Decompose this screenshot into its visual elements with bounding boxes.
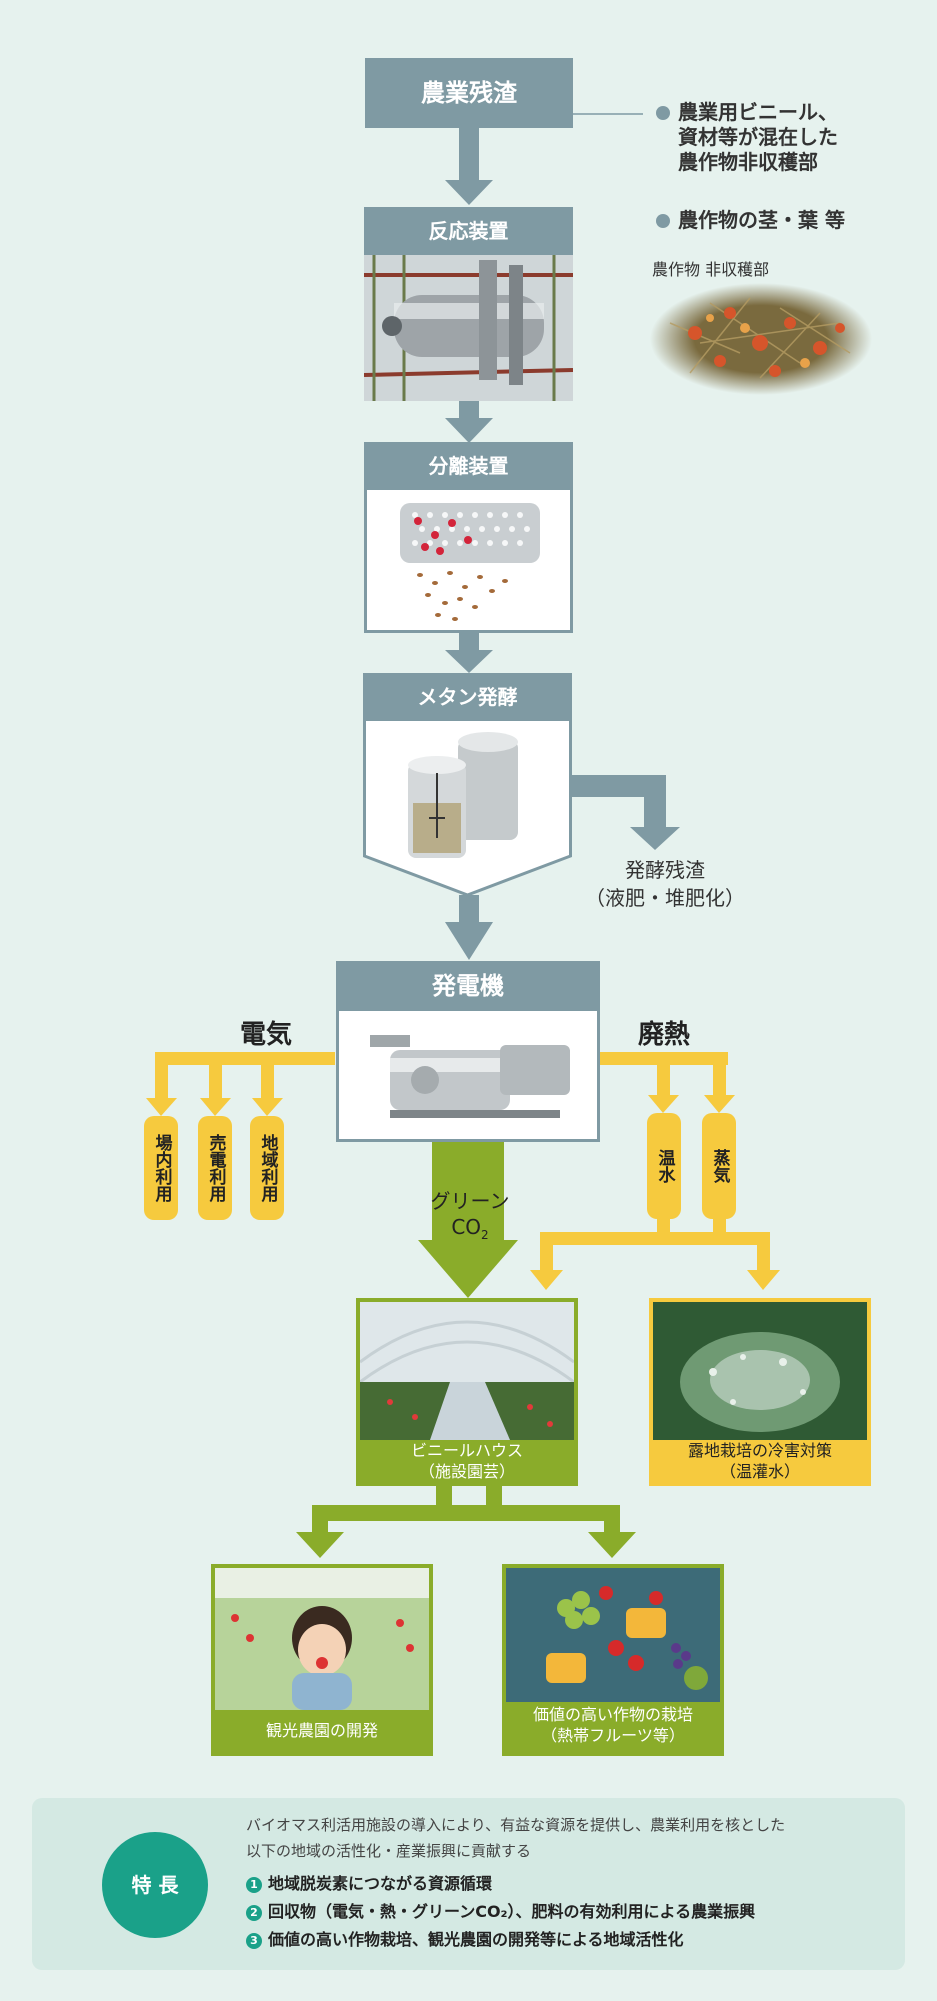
features-intro: バイオマス利活用施設の導入により、有益な資源を提供し、農業利用を核とした 以下の… (246, 1816, 786, 1860)
features-panel: 特 長 バイオマス利活用施設の導入により、有益な資源を提供し、農業利用を核とした… (32, 1798, 905, 1970)
bullet-dot-icon (656, 106, 670, 120)
step-separator-header: 分離装置 (364, 442, 573, 490)
use-hot-water: 温水 (647, 1113, 681, 1219)
residue-note-2-text: 農作物の茎・葉 等 (678, 208, 845, 232)
tropical-fruits-photo (506, 1568, 720, 1702)
step-reactor-header: 反応装置 (364, 207, 573, 255)
residue-note-1-text: 農業用ビニール、 資材等が混在した 農作物非収穫部 (678, 100, 838, 174)
crop-photo-caption: 農作物 非収穫部 (652, 260, 770, 279)
digestate-label: 発酵残渣 （液肥・堆肥化） (585, 858, 745, 910)
greenhouse-card: ビニールハウス （施設園芸） (356, 1298, 578, 1486)
step-generator-header: 発電機 (336, 961, 600, 1011)
green-co2-subscript: 2 (481, 1228, 489, 1242)
reactor-illustration (364, 255, 573, 401)
generator-illustration (370, 1035, 570, 1118)
step-methane-header: メタン発酵 (363, 673, 572, 721)
feature-item-3: 3 価値の高い作物栽培、観光農園の開発等による地域活性化 (246, 1929, 684, 1951)
frost-cabbage-photo (653, 1302, 867, 1440)
green-co2-label: グリーン CO2 (410, 1188, 530, 1248)
step-agricultural-residue: 農業残渣 (365, 58, 573, 128)
electricity-label: 電気 (240, 1020, 293, 1050)
residue-note-2: 農作物の茎・葉 等 (652, 208, 922, 233)
high-value-crops-caption: 価値の高い作物の栽培 （熱帯フルーツ等） (502, 1704, 724, 1746)
feature-item-1: 1 地域脱炭素につながる資源循環 (246, 1873, 492, 1895)
greenhouse-photo (360, 1302, 574, 1440)
feature-number-1: 1 (246, 1877, 262, 1893)
features-badge: 特 長 (102, 1832, 208, 1938)
high-value-crops-card: 価値の高い作物の栽培 （熱帯フルーツ等） (502, 1564, 724, 1756)
use-local: 地域利用 (250, 1116, 284, 1220)
separator-illustration (400, 503, 540, 621)
tourism-card: 観光農園の開発 (211, 1564, 433, 1756)
use-onsite: 場内利用 (144, 1116, 178, 1220)
tourism-child-photo (215, 1568, 429, 1710)
feature-text-2: 回収物（電気・熱・グリーンCO₂）、肥料の有効利用による農業振興 (268, 1902, 756, 1921)
features-badge-label: 特 長 (131, 1873, 179, 1897)
bullet-dot-icon (656, 214, 670, 228)
greenhouse-caption: ビニールハウス （施設園芸） (356, 1440, 578, 1482)
feature-number-2: 2 (246, 1905, 262, 1921)
crop-residue-photo (650, 283, 872, 395)
feature-number-3: 3 (246, 1933, 262, 1949)
use-steam: 蒸気 (702, 1113, 736, 1219)
residue-note-1: 農業用ビニール、 資材等が混在した 農作物非収穫部 (652, 100, 922, 175)
frost-protection-caption: 露地栽培の冷害対策 （温灌水） (649, 1440, 871, 1482)
green-co2-line1: グリーン (430, 1189, 510, 1213)
feature-text-1: 地域脱炭素につながる資源循環 (268, 1874, 493, 1893)
feature-text-3: 価値の高い作物栽培、観光農園の開発等による地域活性化 (268, 1930, 684, 1949)
frost-protection-card: 露地栽培の冷害対策 （温灌水） (649, 1298, 871, 1486)
use-power-sale: 売電利用 (198, 1116, 232, 1220)
feature-item-2: 2 回収物（電気・熱・グリーンCO₂）、肥料の有効利用による農業振興 (246, 1901, 755, 1923)
methane-panel (363, 718, 572, 897)
waste-heat-label: 廃熱 (638, 1020, 691, 1050)
tourism-caption: 観光農園の開発 (211, 1720, 433, 1741)
green-co2-line2: CO2 (451, 1215, 489, 1242)
